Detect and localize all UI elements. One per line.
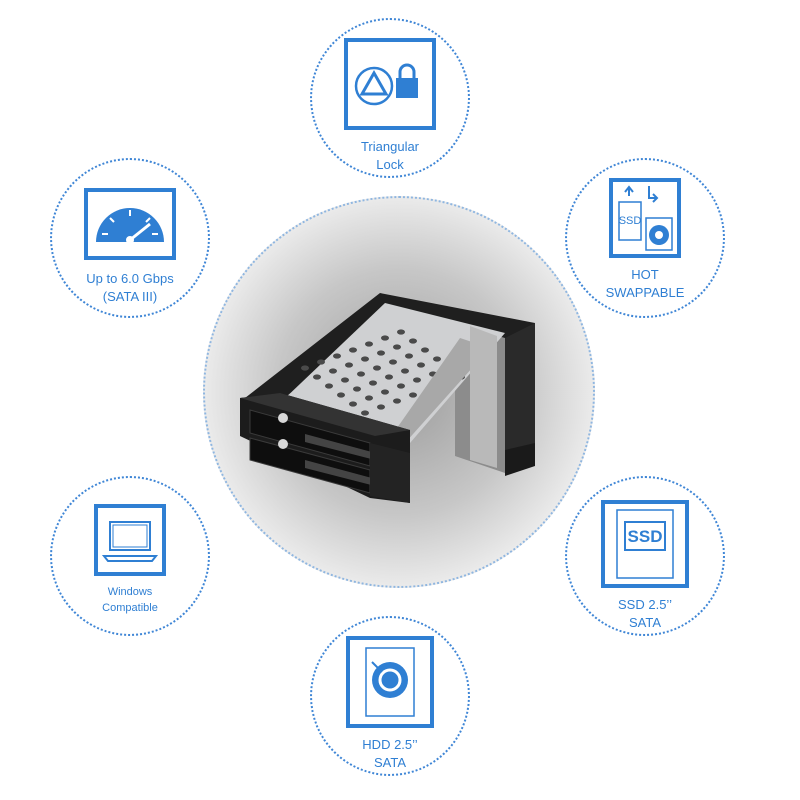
laptop-icon-box xyxy=(94,504,166,576)
windows-label-1: Windows xyxy=(107,586,153,598)
hot-swap-icon-box: SSD xyxy=(609,178,681,258)
hot-swap-label-2: SWAPPABLE xyxy=(605,285,685,300)
feature-triangular-lock: Triangular Lock xyxy=(310,18,470,178)
feature-windows: Windows Compatible xyxy=(50,476,210,636)
hdd-icon xyxy=(365,647,415,717)
speedometer-icon xyxy=(96,208,164,244)
ssd-icon-box: SSD xyxy=(601,500,689,588)
hdd-label-1: HDD 2.5’’ xyxy=(362,737,418,752)
laptop-icon xyxy=(101,521,159,562)
ssd-icon-text: SSD xyxy=(628,527,663,546)
hot-swap-label-1: HOT xyxy=(631,267,659,282)
hdd-icon-box xyxy=(346,636,434,728)
triangle-lock-icon xyxy=(354,63,418,106)
hdd-label-2: SATA xyxy=(373,755,407,770)
speed-label-2: (SATA III) xyxy=(102,289,158,304)
ssd-label-1: SSD 2.5’’ xyxy=(618,597,672,612)
feature-hot-swappable: SSD HOT SWAPPABLE xyxy=(565,158,725,318)
windows-label-2: Compatible xyxy=(102,602,158,614)
speedometer-icon-box xyxy=(84,188,176,260)
speed-label-1: Up to 6.0 Gbps xyxy=(86,271,174,286)
ssd-label-2: SATA xyxy=(628,615,662,630)
drive-enclosure-image xyxy=(240,293,535,503)
triangle-lock-icon-box xyxy=(344,38,436,130)
ssd-icon: SSD xyxy=(616,509,674,579)
feature-hdd: HDD 2.5’’ SATA xyxy=(310,616,470,776)
product-circle xyxy=(203,196,595,588)
feature-speed: Up to 6.0 Gbps (SATA III) xyxy=(50,158,210,318)
feature-ssd: SSD SSD 2.5’’ SATA xyxy=(565,476,725,636)
triangular-lock-label-2: Lock xyxy=(376,157,404,172)
hot-swap-icon: SSD xyxy=(618,185,673,251)
hot-swap-ssd-text: SSD xyxy=(619,215,642,227)
triangular-lock-label-1: Triangular xyxy=(360,139,420,154)
